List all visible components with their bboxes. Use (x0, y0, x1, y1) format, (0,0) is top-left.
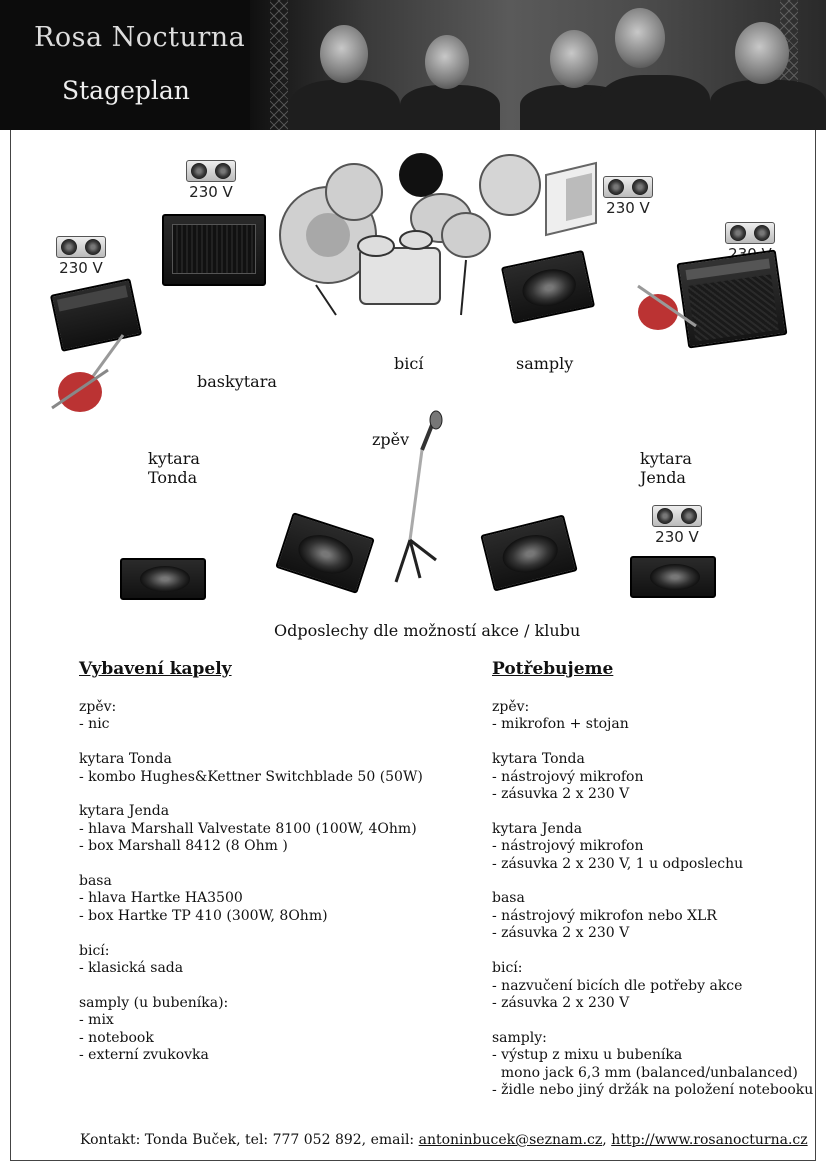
contact-text: Kontakt: Tonda Buček, tel: 777 052 892, … (80, 1132, 419, 1148)
label-bici: bicí (394, 354, 424, 373)
laptop-icon (479, 154, 597, 237)
vocal-mic-stand (394, 410, 443, 583)
requirements-title: Potřebujeme (492, 659, 614, 679)
label-samply: samply (516, 354, 574, 373)
monitors-note: Odposlechy dle možností akce / klubu (274, 621, 581, 640)
label-zpev: zpěv (372, 430, 410, 449)
label-kytara-jenda: kytara Jenda (640, 449, 692, 487)
page-title: Stageplan (62, 76, 190, 105)
instrument-mic-stand (51, 334, 125, 412)
contact-footer: Kontakt: Tonda Buček, tel: 777 052 892, … (80, 1132, 808, 1148)
header-banner: Rosa Nocturna Stageplan (0, 0, 826, 130)
power-socket: 230 V (186, 160, 236, 201)
power-socket: 230 V (56, 236, 106, 277)
content-frame (10, 130, 816, 1161)
band-equipment-title: Vybavení kapely (79, 659, 232, 679)
requirements-list: zpěv: - mikrofon + stojan kytara Tonda -… (492, 699, 814, 1098)
monitor-wedge (630, 556, 716, 598)
monitor-wedge (120, 558, 206, 600)
label-kytara-tonda: kytara Tonda (148, 449, 200, 487)
drum-kit-icon (279, 153, 491, 316)
email-link[interactable]: antoninbucek@seznam.cz (418, 1132, 603, 1148)
bass-amp (162, 214, 266, 286)
power-socket: 230 V (652, 505, 702, 546)
website-link[interactable]: http://www.rosanocturna.cz (611, 1132, 808, 1148)
separator: , (602, 1132, 612, 1148)
label-baskytara: baskytara (197, 372, 277, 391)
band-equipment-list: zpěv: - nic kytara Tonda - kombo Hughes&… (79, 699, 423, 1064)
instrument-mic-stand (637, 284, 697, 330)
band-logo: Rosa Nocturna (34, 22, 246, 53)
band-photo (250, 0, 826, 130)
power-socket: 230 V (603, 176, 653, 217)
